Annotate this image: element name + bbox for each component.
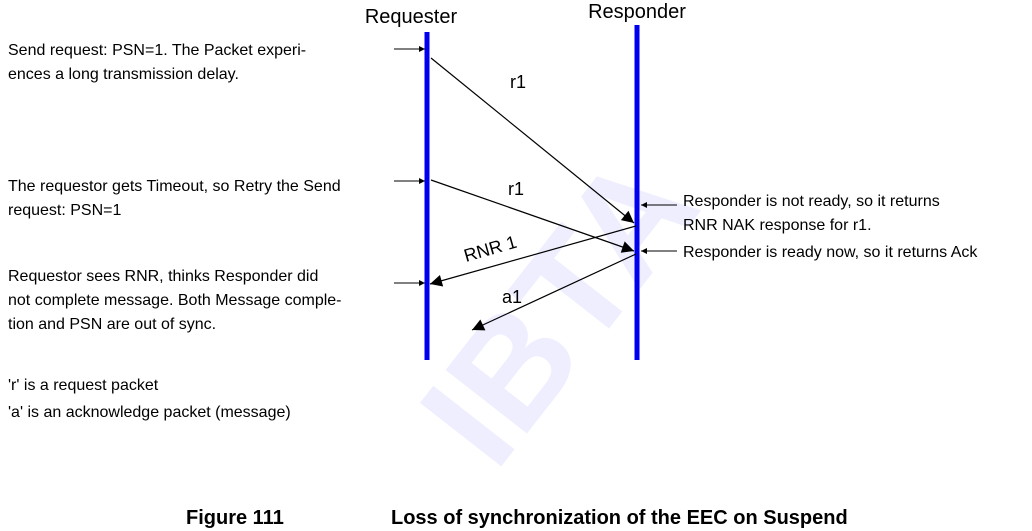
note-send-request: Send request: PSN=1. The Packet experi- … bbox=[8, 42, 306, 83]
note-line: RNR NAK response for r1. bbox=[683, 217, 872, 234]
note-line: Send request: PSN=1. The Packet experi- bbox=[8, 42, 306, 59]
svg-text:IBTA: IBTA bbox=[388, 124, 729, 494]
note-line: ences a long transmission delay. bbox=[8, 66, 239, 83]
r1-retry-label: r1 bbox=[508, 179, 524, 199]
rnr-arrow bbox=[429, 225, 637, 287]
a1-label: a1 bbox=[502, 287, 522, 307]
note-line: The requestor gets Timeout, so Retry the… bbox=[8, 178, 341, 195]
note-responder-ready: Responder is ready now, so it returns Ac… bbox=[683, 244, 978, 261]
r1-retry-arrow bbox=[430, 179, 635, 253]
figure-number: Figure 111 bbox=[186, 507, 284, 529]
note-line: Responder is ready now, so it returns Ac… bbox=[683, 244, 978, 261]
ibta-watermark: IBTA bbox=[388, 124, 729, 494]
r1-first-arrow bbox=[430, 57, 635, 224]
note-responder-not-ready: Responder is not ready, so it returns RN… bbox=[683, 193, 940, 234]
note-requestor-sees-rnr: Requestor sees RNR, thinks Responder did… bbox=[8, 268, 342, 333]
note-timeout-retry: The requestor gets Timeout, so Retry the… bbox=[8, 178, 341, 219]
note-line: Responder is not ready, so it returns bbox=[683, 193, 940, 210]
legend: 'r' is a request packet 'a' is an acknow… bbox=[8, 377, 291, 421]
legend-acknowledge: 'a' is an acknowledge packet (message) bbox=[8, 404, 291, 421]
note-line: Requestor sees RNR, thinks Responder did bbox=[8, 268, 318, 285]
note-line: tion and PSN are out of sync. bbox=[8, 316, 216, 333]
a1-arrow bbox=[471, 253, 637, 331]
legend-request: 'r' is a request packet bbox=[8, 377, 159, 394]
note-line: request: PSN=1 bbox=[8, 202, 122, 219]
figure-title: Loss of synchronization of the EEC on Su… bbox=[391, 507, 848, 529]
requester-header: Requester bbox=[365, 6, 458, 28]
note-line: not complete message. Both Message compl… bbox=[8, 292, 342, 309]
responder-header: Responder bbox=[588, 1, 686, 23]
r1-first-label: r1 bbox=[510, 72, 526, 92]
